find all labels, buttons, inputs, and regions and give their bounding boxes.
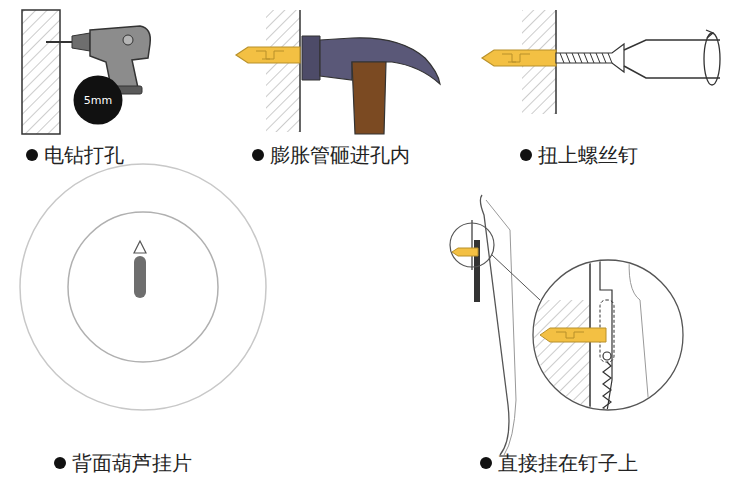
wall-surface bbox=[299, 10, 301, 132]
bullet bbox=[54, 457, 66, 469]
hanger-ring bbox=[603, 352, 611, 360]
hammer-face bbox=[302, 36, 320, 80]
magnifier-small bbox=[450, 223, 494, 267]
wall bbox=[22, 10, 60, 134]
hammer-panel bbox=[236, 10, 440, 134]
hanger-hole bbox=[134, 241, 146, 253]
bullet bbox=[252, 149, 264, 161]
wall-anchor bbox=[452, 248, 478, 256]
hanging-cord bbox=[603, 362, 611, 414]
anchor-slits bbox=[256, 51, 284, 59]
plate-side-inner bbox=[486, 200, 516, 455]
gourd-hanger bbox=[134, 256, 146, 298]
step-caption: 电钻打孔 bbox=[44, 143, 124, 167]
hammer-handle bbox=[352, 62, 386, 134]
step-caption: 背面葫芦挂片 bbox=[72, 451, 192, 475]
drill-detail bbox=[123, 35, 133, 45]
zoom-detail bbox=[520, 240, 650, 430]
plate-edge-inner bbox=[629, 250, 650, 420]
anchor-slits bbox=[556, 332, 584, 338]
bullet bbox=[480, 457, 492, 469]
rotation-arrowhead bbox=[706, 30, 713, 38]
wall-surface bbox=[471, 220, 472, 270]
step-caption: 膨胀管砸进孔内 bbox=[270, 143, 410, 167]
badge-circle bbox=[74, 76, 123, 125]
wall-anchor bbox=[540, 328, 606, 342]
size-text: 5mm bbox=[84, 94, 112, 107]
wall-anchor bbox=[482, 50, 556, 66]
wall bbox=[520, 300, 590, 420]
anchor-slits bbox=[502, 54, 530, 62]
drill-bit bbox=[46, 41, 72, 43]
plate-rim bbox=[20, 164, 266, 410]
magnifier-leader bbox=[492, 255, 540, 300]
step-caption: 扭上螺丝钉 bbox=[538, 143, 638, 167]
step-caption: 直接挂在钉子上 bbox=[498, 451, 638, 475]
bullet bbox=[26, 149, 38, 161]
wall-anchor bbox=[236, 47, 300, 63]
screw-thread bbox=[560, 53, 612, 63]
screw bbox=[556, 44, 624, 72]
wall bbox=[266, 10, 300, 132]
plate-side bbox=[480, 195, 509, 455]
bullet bbox=[520, 149, 532, 161]
rotation-arrow bbox=[704, 33, 720, 85]
screw-panel bbox=[482, 10, 720, 114]
drill-chuck bbox=[72, 33, 90, 51]
size-badge: 5mm bbox=[73, 75, 123, 125]
plate-back-panel bbox=[20, 164, 266, 410]
hanging-panel bbox=[450, 195, 683, 455]
drill-panel bbox=[22, 10, 150, 134]
plate-center bbox=[68, 212, 218, 362]
